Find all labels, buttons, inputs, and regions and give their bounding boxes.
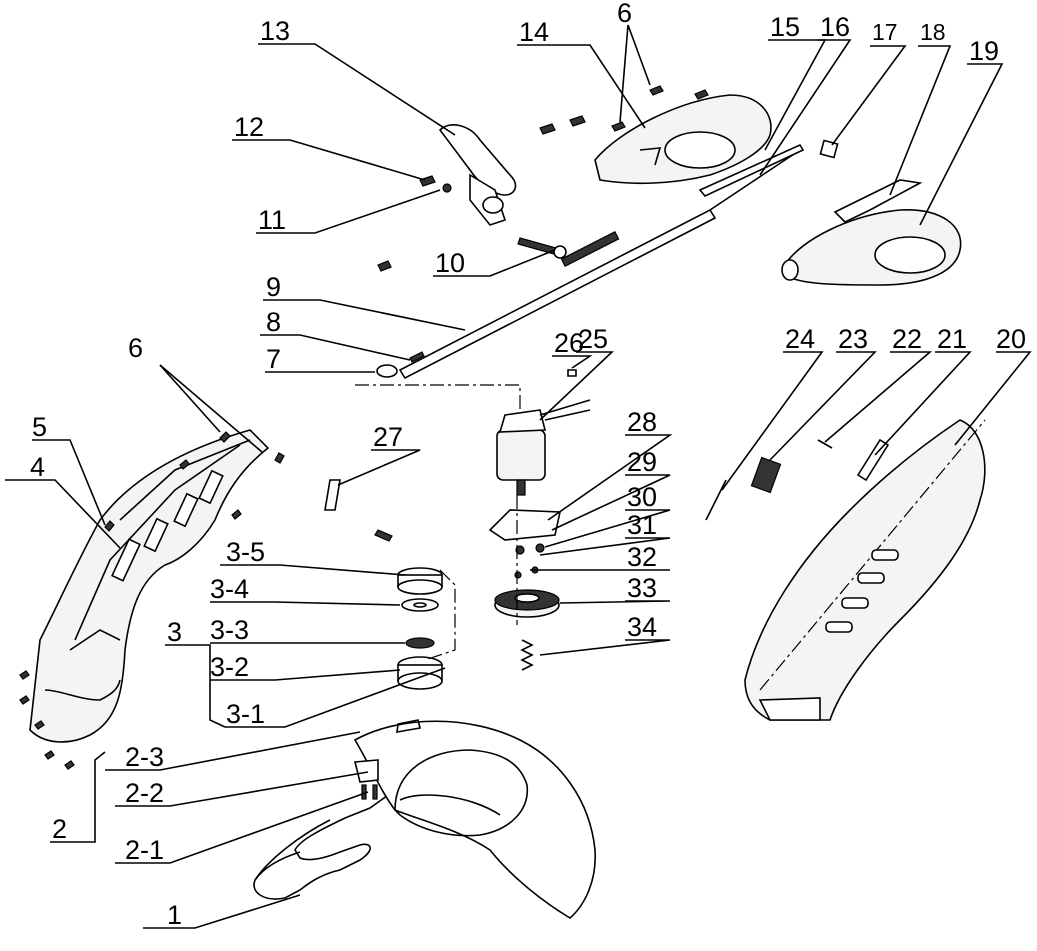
label-19: 19 [969, 36, 999, 66]
label-3-2: 3-2 [210, 652, 249, 682]
label-33: 33 [627, 573, 657, 603]
label-2-3: 2-3 [125, 742, 164, 772]
label-8: 8 [266, 307, 281, 337]
label-13: 13 [260, 16, 290, 46]
label-2-1: 2-1 [125, 835, 164, 865]
label-16: 16 [820, 12, 850, 42]
part-20-right-housing [744, 419, 986, 721]
part-9-shaft [376, 149, 801, 380]
label-3-1: 3-1 [226, 699, 265, 729]
label-10: 10 [435, 248, 465, 278]
part-13-handle [419, 124, 517, 226]
label-22: 22 [892, 324, 922, 354]
part-26-nut [567, 369, 577, 377]
label-23: 23 [838, 324, 868, 354]
label-3-4: 3-4 [210, 574, 249, 604]
label-12: 12 [234, 112, 264, 142]
part-2-2-bracket [353, 759, 379, 800]
label-3: 3 [167, 617, 182, 647]
label-3-3: 3-3 [210, 615, 249, 645]
label-15: 15 [770, 12, 800, 42]
part-19-handle-cover [781, 209, 962, 286]
part-3-clutch-stack [397, 567, 456, 690]
label-1: 1 [167, 900, 182, 930]
label-6-left: 6 [128, 333, 143, 363]
part-4-left-housing [29, 429, 270, 743]
label-34: 34 [627, 612, 657, 642]
part-27-clip [324, 479, 393, 542]
label-2: 2 [52, 814, 67, 844]
label-25: 25 [578, 324, 608, 354]
label-26: 26 [554, 328, 584, 358]
part-2-3-guard-shell [353, 719, 596, 919]
label-4: 4 [30, 452, 45, 482]
label-14: 14 [519, 17, 549, 47]
label-27: 27 [373, 422, 403, 452]
parts-28-34-spool [488, 495, 561, 671]
part-labels: 13 12 11 10 9 8 7 14 6 15 16 17 18 19 24… [30, 0, 1026, 930]
label-2-2: 2-2 [125, 778, 164, 808]
label-30: 30 [627, 482, 657, 512]
label-5: 5 [32, 412, 47, 442]
label-6-top: 6 [617, 0, 632, 28]
label-11: 11 [258, 205, 286, 235]
label-21: 21 [937, 324, 967, 354]
part-16-strip [698, 143, 805, 197]
leader-lines [5, 24, 1032, 929]
part-1-wire-guard [253, 777, 403, 900]
label-29: 29 [627, 447, 657, 477]
label-24: 24 [785, 324, 815, 354]
label-31: 31 [627, 510, 657, 540]
label-18: 18 [920, 19, 946, 45]
motor-axis-line [355, 384, 521, 410]
part-10-bolt [377, 237, 567, 272]
part-18-lever [833, 179, 923, 223]
screws-left [19, 431, 285, 770]
part-25-motor [496, 399, 591, 496]
label-9: 9 [266, 272, 281, 302]
label-3-5: 3-5 [226, 537, 265, 567]
label-20: 20 [996, 324, 1026, 354]
part-14-top-housing [539, 85, 772, 185]
label-32: 32 [627, 542, 657, 572]
label-17: 17 [872, 19, 898, 45]
part-17-knob [819, 139, 839, 159]
label-7: 7 [266, 344, 281, 374]
label-28: 28 [627, 407, 657, 437]
